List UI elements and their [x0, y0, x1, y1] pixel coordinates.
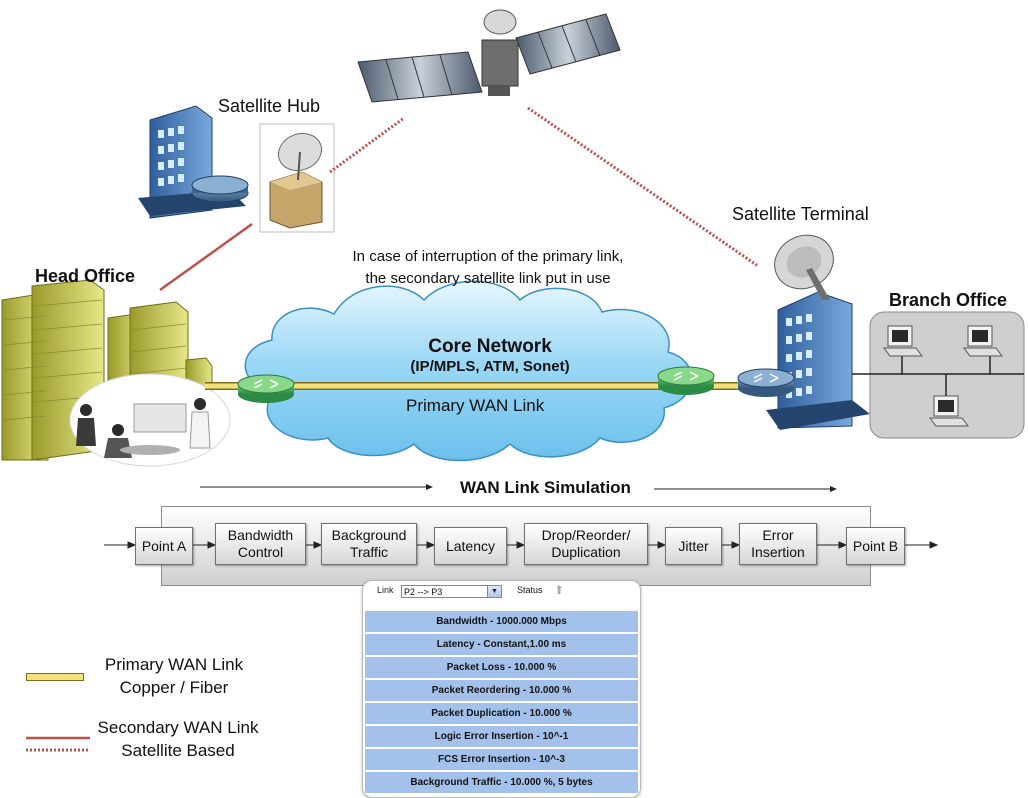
status-label: Status [517, 585, 543, 595]
router-icon [657, 366, 715, 395]
link-label: Link [377, 585, 394, 595]
core-network-title: Core Network [428, 336, 552, 357]
metric-row: Packet Reordering - 10.000 % [365, 680, 638, 702]
stage-jitter: Jitter [665, 527, 722, 565]
metric-row: Packet Loss - 10.000 % [365, 657, 638, 679]
metric-row: Background Traffic - 10.000 %, 5 bytes [365, 772, 638, 794]
metric-row: Logic Error Insertion - 10^-1 [365, 726, 638, 748]
head-office-label: Head Office [35, 266, 136, 286]
link-select[interactable]: P2 --> P3 ▼ [401, 585, 502, 598]
stage-background-traffic: Background Traffic [321, 523, 417, 565]
simulation-arrows [200, 484, 837, 492]
metric-row: Packet Duplication - 10.000 % [365, 703, 638, 725]
computer-icon [883, 325, 923, 357]
meeting-photo [69, 373, 231, 467]
computer-icon [929, 395, 969, 427]
up-arrow-icon: ⬆ [554, 583, 565, 597]
router-icon [737, 368, 795, 397]
legend-secondary-line2: Satellite Based [121, 741, 235, 760]
stage-latency: Latency [434, 527, 507, 565]
core-network-subtitle: (IP/MPLS, ATM, Sonet) [410, 358, 570, 375]
legend-primary-line1: Primary WAN Link [104, 655, 244, 674]
legend-secondary-line1: Secondary WAN Link [97, 718, 259, 737]
legend-primary-swatch [26, 673, 84, 681]
computer-icon [963, 325, 1003, 357]
legend-primary: Primary WAN Link Copper / Fiber [94, 653, 254, 699]
link-select-value: P2 --> P3 [404, 587, 443, 597]
point-a-node: Point A [135, 527, 193, 565]
stage-drop-reorder-duplication: Drop/Reorder/ Duplication [524, 523, 648, 565]
terminal-building-icon [766, 234, 870, 430]
chevron-down-icon[interactable]: ▼ [487, 586, 501, 597]
satellite-icon [357, 9, 621, 103]
stage-error-insertion: Error Insertion [739, 523, 817, 565]
secondary-wan-link-line [159, 222, 253, 292]
core-network-cloud [244, 280, 693, 462]
legend-secondary-swatch [26, 736, 90, 752]
metric-row: Bandwidth - 1000.000 Mbps [365, 611, 638, 633]
failover-note-line2: the secondary satellite link put in use [365, 270, 611, 287]
point-b-node: Point B [846, 527, 905, 565]
satellite-uplink-dotted [329, 116, 405, 174]
link-settings-panel: Link P2 --> P3 ▼ Status ⬆ Bandwidth - 10… [362, 580, 641, 798]
failover-note-line1: In case of interruption of the primary l… [352, 248, 624, 265]
router-icon [237, 374, 295, 403]
metric-row: Latency - Constant,1.00 ms [365, 634, 638, 656]
stage-bandwidth-control: Bandwidth Control [215, 523, 306, 565]
branch-network-icon [852, 311, 1025, 439]
hub-building-icon [138, 105, 249, 219]
metric-row: FCS Error Insertion - 10^-3 [365, 749, 638, 771]
satellite-terminal-label: Satellite Terminal [732, 204, 869, 224]
legend-secondary: Secondary WAN Link Satellite Based [92, 716, 264, 762]
primary-wan-link-label: Primary WAN Link [406, 396, 545, 415]
simulation-title: WAN Link Simulation [460, 478, 631, 497]
satellite-downlink-dotted [527, 106, 759, 268]
satellite-hub-label: Satellite Hub [218, 96, 321, 116]
failover-note: In case of interruption of the primary l… [316, 246, 660, 290]
branch-office-label: Branch Office [889, 290, 1008, 310]
legend-primary-line2: Copper / Fiber [119, 678, 229, 697]
hub-dish-icon [259, 123, 335, 233]
